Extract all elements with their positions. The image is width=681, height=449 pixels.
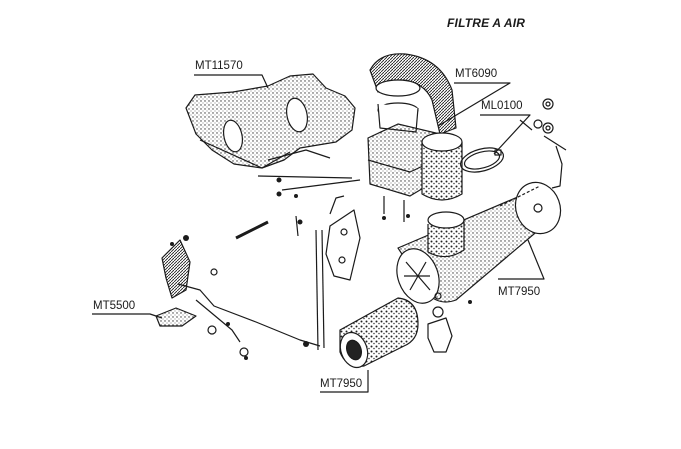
part-label-ml0100: ML0100 — [481, 100, 523, 112]
housing-bracket-part — [427, 292, 453, 353]
leader-mt11570 — [194, 74, 269, 89]
hose-clamp-part — [459, 147, 505, 173]
part-label-mt7950-right: MT7950 — [498, 286, 541, 298]
heat-shield-part — [185, 73, 356, 169]
hardware-dots — [170, 177, 472, 360]
part-label-mt6090: MT6090 — [455, 68, 498, 80]
diagram-title: FILTRE A AIR — [447, 16, 526, 30]
linkage-rods-part — [235, 149, 361, 351]
washer-stack-part — [519, 98, 567, 189]
leader-mt5500 — [92, 313, 163, 319]
leader-mt6090 — [437, 82, 511, 127]
leader-mt7950-bottom — [320, 370, 369, 393]
leader-ml0100 — [480, 114, 531, 155]
elbow-hose-part — [369, 53, 457, 135]
part-label-mt7950-bottom: MT7950 — [320, 378, 363, 390]
part-label-mt11570: MT11570 — [195, 60, 243, 72]
filter-element-upper-part — [421, 132, 463, 201]
air-filter-housing-part — [396, 181, 562, 304]
leader-mt7950-right — [498, 239, 545, 280]
throttle-bracket-part — [325, 195, 361, 281]
accelerator-pedal-part — [155, 239, 321, 357]
filter-element-lower-part — [339, 297, 419, 369]
part-label-mt5500: MT5500 — [93, 300, 136, 312]
